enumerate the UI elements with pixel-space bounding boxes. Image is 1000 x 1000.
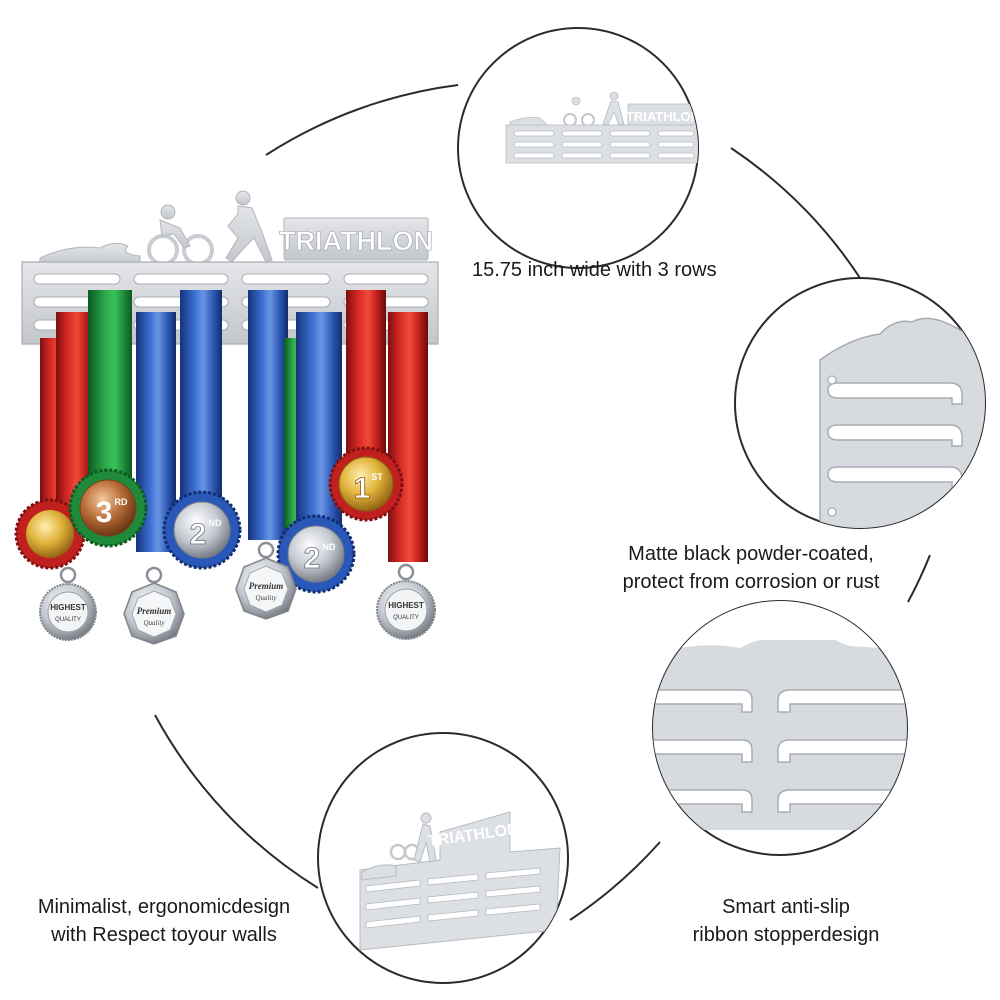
ribbon-red (346, 290, 386, 460)
medal-silver-second: 2 ND (162, 490, 242, 570)
ribbon-green (88, 290, 132, 490)
rack-silhouettes (39, 190, 429, 267)
tag-text: HIGHEST (50, 603, 86, 612)
caption-line: protect from corrosion or rust (622, 571, 880, 593)
tag-text: Quality (144, 619, 166, 627)
medal-suffix: ST (371, 472, 383, 482)
medal-tag-highest-left: HIGHEST QUALITY (39, 566, 97, 641)
ribbon-blue (248, 290, 288, 540)
medal-tag-premium-center: Premium Quality (235, 541, 297, 620)
caption-line: ribbon stopperdesign (692, 924, 880, 946)
medal-bronze-third: 3 RD (68, 468, 148, 548)
connector-circle (154, 84, 931, 921)
caption-line: Matte black powder-coated, (628, 543, 874, 565)
caption-design: Minimalist, ergonomicdesign with Respect… (14, 893, 314, 949)
medal-suffix: ND (323, 542, 336, 552)
tag-text: Premium (137, 606, 172, 616)
ribbon-red (388, 312, 428, 562)
feature-circle-coating (734, 277, 986, 529)
ribbon-blue (180, 290, 222, 508)
caption-width: 15.75 inch wide with 3 rows (472, 256, 717, 284)
caption-line: Smart anti-slip (722, 896, 850, 918)
rack-title: TRIATHLON (279, 226, 433, 256)
feature-circle-width: TRIATHLON (457, 27, 700, 269)
medal-silver-second-right: 2 ND (276, 514, 356, 594)
feature-circle-stopper (652, 600, 908, 856)
medal-number: 1 (354, 472, 371, 505)
feature-circle-design: TRIATHLON (317, 732, 569, 984)
medal-number: 2 (190, 518, 207, 551)
caption-line: Minimalist, ergonomicdesign (37, 896, 291, 918)
tag-text: QUALITY (55, 617, 81, 623)
caption-line: 15.75 inch wide with 3 rows (472, 259, 717, 281)
caption-stopper: Smart anti-slip ribbon stopperdesign (672, 893, 900, 949)
medal-tag-premium-left: Premium Quality (123, 566, 185, 645)
tag-text: HIGHEST (388, 601, 424, 610)
medal-number: 2 (304, 542, 321, 575)
medal-number: 3 (96, 496, 113, 529)
medal-gold-first: 1 ST (328, 446, 404, 522)
main-medal-rack: TRIATHLON (14, 190, 439, 645)
tag-text: Premium (249, 581, 284, 591)
caption-coating: Matte black powder-coated, protect from … (596, 540, 906, 596)
tag-text: QUALITY (393, 615, 419, 621)
ribbons (40, 290, 428, 562)
medal-suffix: RD (115, 497, 128, 507)
medal-suffix: ND (209, 518, 222, 528)
medal-tag-highest-right: HIGHEST QUALITY (376, 563, 436, 640)
caption-line: with Respect toyour walls (51, 924, 277, 946)
detail-title: TRIATHLON (626, 109, 700, 124)
tag-text: Quality (256, 594, 278, 602)
